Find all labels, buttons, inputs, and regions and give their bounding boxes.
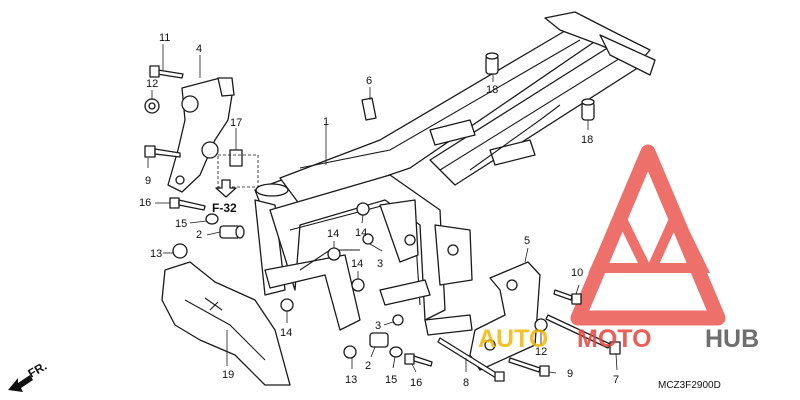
label-14-c: 14 (351, 258, 363, 270)
label-10: 10 (571, 267, 583, 279)
reference-f32: F-32 (212, 201, 237, 215)
label-12-lower: 12 (535, 346, 547, 358)
front-direction-indicator: FR. (8, 359, 49, 392)
clip-6 (361, 97, 377, 121)
label-14-a: 14 (355, 227, 367, 239)
label-15: 15 (175, 218, 187, 230)
front-arrow-icon (8, 375, 33, 392)
watermark-hub: HUB (705, 325, 759, 353)
label-9-lower: 9 (567, 368, 573, 380)
label-17: 17 (230, 117, 242, 129)
nut-13 (172, 243, 188, 259)
label-5: 5 (524, 235, 530, 247)
label-1: 1 (323, 116, 329, 128)
label-14-d: 14 (280, 327, 292, 339)
label-15-lower: 15 (385, 374, 397, 386)
rubber-18-lower (581, 98, 595, 121)
spacer-2 (219, 225, 245, 239)
label-2-lower: 2 (365, 360, 371, 372)
bolt-8 (437, 337, 505, 382)
rear-bracket (469, 261, 541, 371)
bolt-9-lower (508, 357, 550, 377)
label-7: 7 (613, 374, 619, 386)
label-18-lower: 18 (581, 134, 593, 146)
reference-arrow (215, 179, 237, 198)
label-13: 13 (150, 248, 162, 260)
leader-lines (147, 44, 618, 374)
watermark-logo (570, 144, 726, 326)
rear-cover (161, 261, 291, 386)
collar-15 (205, 213, 219, 225)
collar-15-lower (389, 346, 403, 358)
nut-13-lower (343, 345, 357, 359)
bolt-9 (144, 145, 181, 158)
label-13-lower: 13 (345, 374, 357, 386)
label-3-a: 3 (377, 258, 383, 270)
bolt-16-lower (404, 353, 433, 367)
label-8: 8 (463, 377, 469, 389)
engine-hanger-bracket (167, 77, 235, 193)
label-19: 19 (222, 369, 234, 381)
label-4: 4 (196, 43, 202, 55)
watermark-auto: AUTO (478, 325, 548, 353)
part-labels: 11 4 12 17 9 16 F-32 15 2 13 1 6 18 18 1… (139, 32, 619, 389)
bolt-3 (362, 233, 404, 326)
spacer-2-lower (369, 332, 389, 348)
label-11: 11 (159, 32, 170, 44)
label-9: 9 (145, 175, 151, 187)
label-16: 16 (139, 197, 151, 209)
nut-12 (144, 98, 160, 114)
bolt-7 (545, 314, 621, 355)
label-18-upper: 18 (486, 84, 498, 96)
label-16-lower: 16 (410, 377, 422, 389)
drawing-code: MCZ3F2900D (658, 380, 721, 391)
label-3-b: 3 (375, 320, 381, 332)
bolt-10 (553, 289, 582, 305)
bolt-16 (169, 197, 206, 211)
rubber-18-upper (485, 52, 499, 75)
label-6: 6 (366, 75, 372, 87)
watermark-moto: MOTO (577, 325, 652, 353)
bolt-11 (149, 65, 184, 79)
label-12: 12 (146, 78, 158, 90)
watermark-text: AUTO MOTO HUB (478, 325, 759, 353)
label-14-b: 14 (327, 228, 339, 240)
main-frame (254, 11, 656, 336)
label-2: 2 (196, 229, 202, 241)
